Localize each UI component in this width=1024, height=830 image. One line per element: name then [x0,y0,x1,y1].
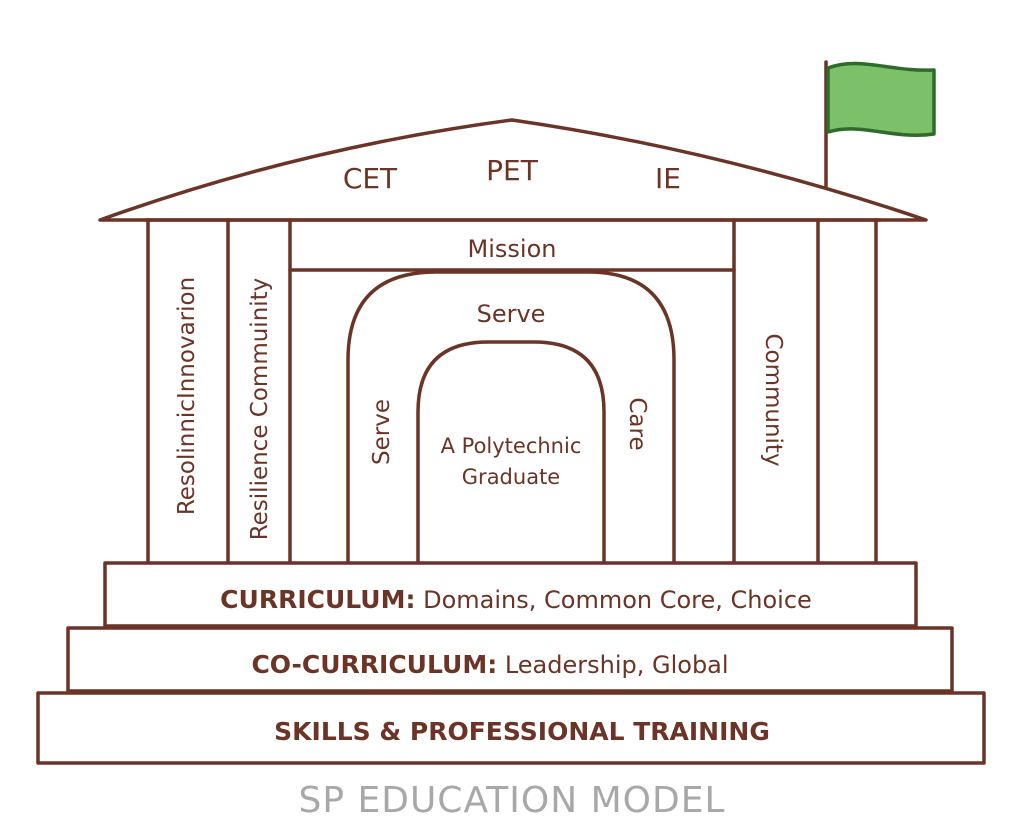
mission-label: Mission [468,235,557,263]
graduate-line-1: A Polytechnic [441,434,582,458]
arch-left-label: Serve [369,399,395,465]
columns [146,218,878,564]
step-label-skills: SKILLS & PROFESSIONAL TRAINING [274,717,770,746]
roof [98,118,928,222]
outer-arch [346,270,676,564]
step-skills [36,691,986,765]
graduate-line-2: Graduate [462,465,560,489]
step-co-curriculum [66,626,954,693]
roof-label-cet: CET [343,162,398,195]
pillar-label-inner-left: Resilience Commuinity [247,278,273,541]
flag-icon [824,60,936,188]
pillar-label-outer-left: ResolinnicInnovarion [174,277,200,515]
step-curriculum [103,561,918,628]
step-label-curriculum: CURRICULUM: Domains, Common Core, Choice [220,585,812,614]
arch-right-label: Care [624,397,650,450]
roof-label-pet: PET [486,154,539,187]
inner-arch [416,340,606,564]
pillar-label-right: Community [760,333,786,466]
arch-top-label: Serve [477,300,546,328]
model-title: SP EDUCATION MODEL [298,780,726,821]
step-label-co-curriculum: CO-CURRICULUM: Leadership, Global [251,650,728,679]
roof-label-ie: IE [655,162,681,195]
